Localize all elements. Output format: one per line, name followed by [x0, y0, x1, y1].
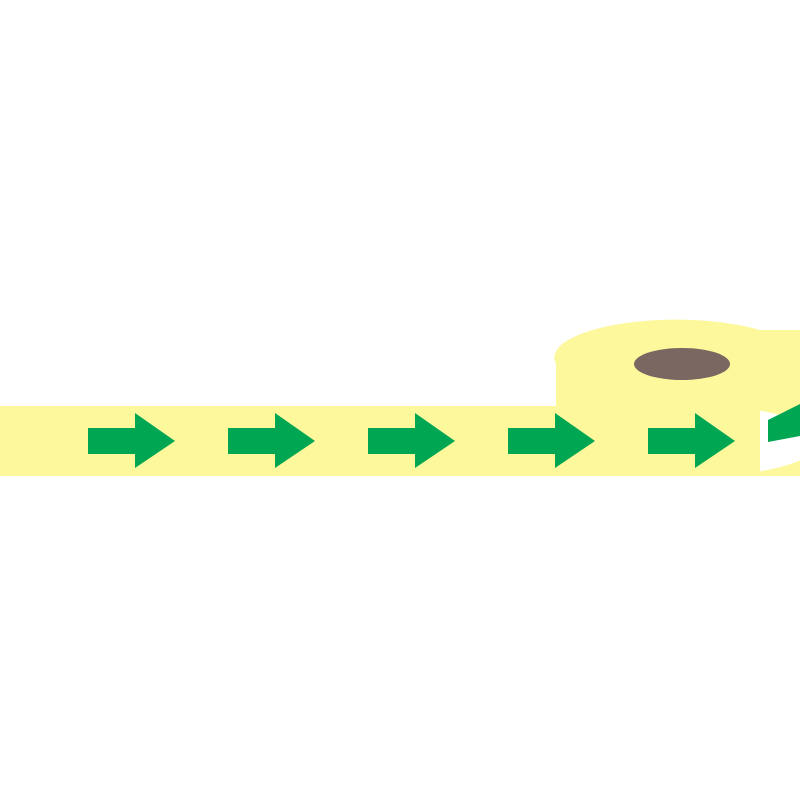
arrow-right-icon [368, 413, 455, 468]
arrow-right-icon [648, 413, 735, 468]
arrow-right-icon [508, 413, 595, 468]
arrow-right-icon [228, 413, 315, 468]
arrow-right-icon [88, 413, 175, 468]
arrow-partial-icon [768, 404, 800, 442]
roll-core-hole [634, 348, 730, 380]
